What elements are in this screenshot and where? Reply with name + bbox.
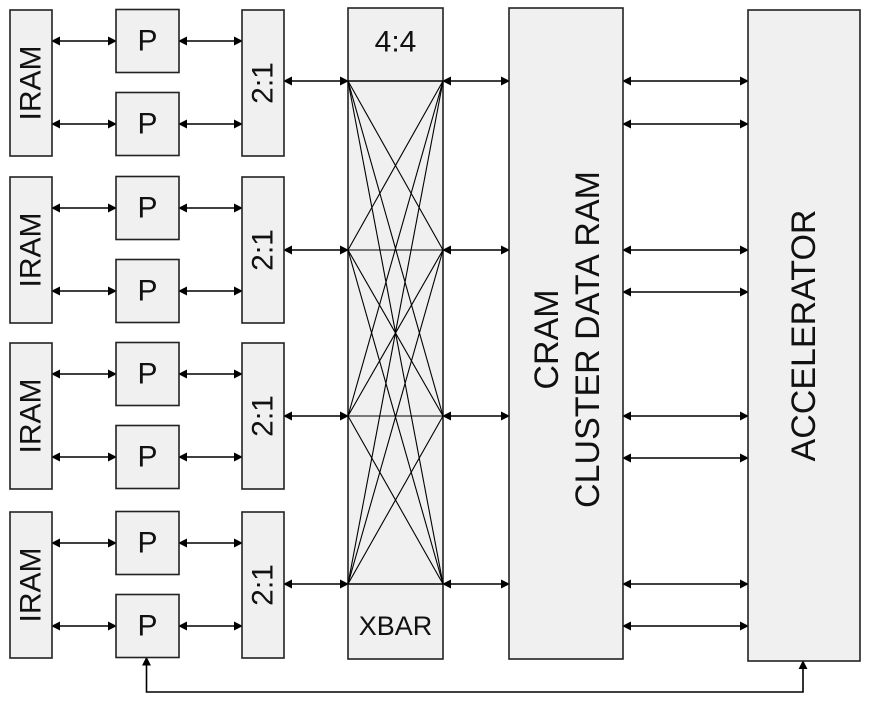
processor-block [115, 91, 180, 157]
mux-block [241, 342, 285, 490]
iram-block [9, 9, 53, 157]
processor-block [115, 175, 180, 241]
processor-label: P [137, 25, 157, 58]
iram-label: IRAM [15, 379, 48, 454]
xbar-connection [347, 249, 444, 585]
cram-label: CRAM [528, 289, 566, 389]
mux-label: 2:1 [247, 229, 280, 271]
iram-label: IRAM [15, 213, 48, 288]
xbar-connection [347, 80, 444, 417]
processor-block [115, 8, 180, 74]
processor-block [115, 510, 180, 576]
processor-block [115, 341, 180, 407]
mux-label: 2:1 [247, 62, 280, 104]
xbar-connection [347, 80, 444, 585]
iram-label: IRAM [15, 46, 48, 121]
xbar-bottom-label: XBAR [359, 611, 433, 641]
iram-block [9, 176, 53, 324]
processor-label: P [137, 610, 157, 643]
iram-block [9, 511, 53, 659]
mux-label: 2:1 [247, 564, 280, 606]
processor-block [115, 593, 180, 659]
xbar-connection [347, 415, 444, 585]
mux-block [241, 176, 285, 324]
cram-block [508, 7, 624, 660]
mux-block [241, 511, 285, 659]
iram-label: IRAM [15, 548, 48, 623]
processor-label: P [137, 527, 157, 560]
mux-label: 2:1 [247, 395, 280, 437]
accelerator-label: ACCELERATOR [785, 210, 823, 462]
processor-label: P [137, 108, 157, 141]
xbar-connection [347, 80, 444, 251]
processor-block [115, 424, 180, 490]
processor-label: P [137, 358, 157, 391]
mux-block [241, 9, 285, 157]
processor-label: P [137, 441, 157, 474]
accelerator-block [747, 9, 861, 662]
processor-label: P [137, 275, 157, 308]
processor-label: P [137, 192, 157, 225]
cram-label-sub: CLUSTER DATA RAM [569, 171, 607, 508]
iram-block [9, 342, 53, 490]
xbar-top-label: 4:4 [375, 26, 417, 59]
processor-block [115, 258, 180, 324]
processor-accelerator-link [142, 656, 808, 693]
